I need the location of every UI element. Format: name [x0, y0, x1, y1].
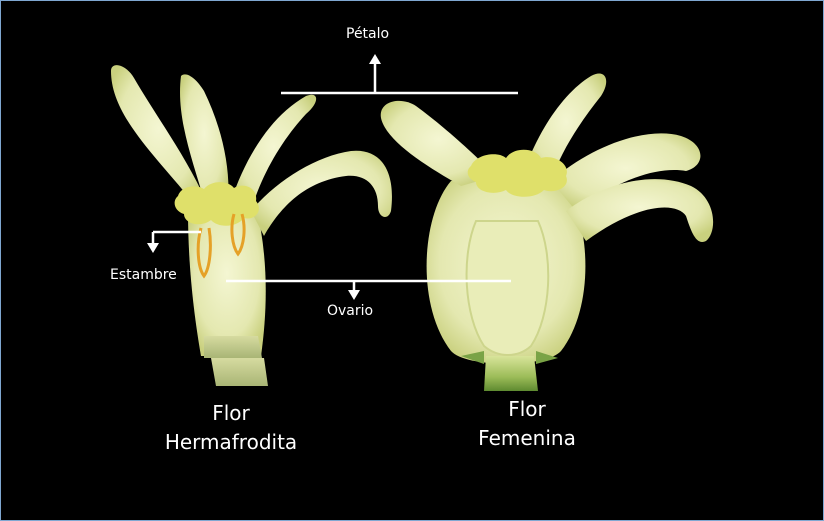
caption-femenina-line2: Femenina	[472, 424, 582, 453]
hermaphrodite-base	[204, 336, 262, 358]
flower-illustration	[6, 6, 819, 518]
caption-femenina-line1: Flor	[472, 395, 582, 424]
label-estambre: Estambre	[110, 267, 177, 283]
hermaphrodite-flower	[111, 65, 392, 386]
figure-canvas: Pétalo Estambre Ovario Flor Hermafrodita…	[6, 6, 819, 518]
label-ovario: Ovario	[327, 303, 373, 319]
ovario-arrowhead	[348, 290, 360, 300]
caption-hermafrodita-line2: Hermafrodita	[156, 428, 306, 457]
caption-femenina: Flor Femenina	[472, 395, 582, 453]
caption-hermafrodita-line1: Flor	[156, 399, 306, 428]
female-base	[484, 356, 538, 391]
hermaphrodite-petal-curl	[251, 151, 392, 236]
female-flower	[381, 74, 713, 391]
estambre-arrowhead	[147, 243, 159, 253]
petalo-arrowhead	[369, 54, 381, 64]
caption-hermafrodita: Flor Hermafrodita	[156, 399, 306, 457]
label-petalo: Pétalo	[346, 26, 389, 42]
